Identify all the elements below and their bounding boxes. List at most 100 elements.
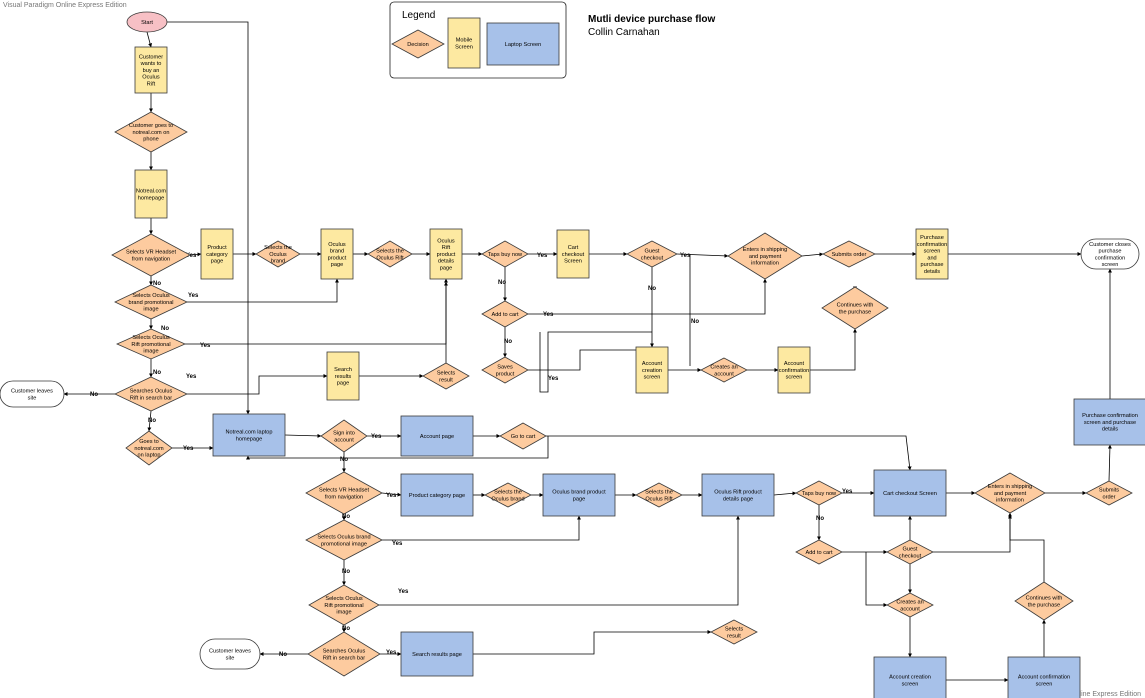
- edge-promorift-yes: [185, 278, 448, 345]
- node-d-add-cart2: Add to cart: [795, 539, 843, 565]
- node-l-prod-cat: Product category page: [400, 473, 474, 517]
- edge-label-yes: Yes: [188, 293, 199, 299]
- edge-label-no: No: [153, 370, 161, 376]
- svg-text:Cart checkout Screen: Cart checkout Screen: [883, 491, 937, 497]
- edge-selvr2-yes: [381, 492, 402, 497]
- node-d-go-cart: Go to cart: [499, 422, 547, 450]
- svg-text:Laptop Screen: Laptop Screen: [505, 42, 541, 48]
- node-d-taps-buy: Taps buy now: [481, 240, 529, 268]
- edge-addcart-yes: [528, 278, 767, 315]
- node-start: Start: [126, 11, 168, 33]
- edge-label-no: No: [153, 281, 161, 287]
- edge-label-no: No: [342, 569, 350, 575]
- node-d-submit: Submits order: [822, 240, 876, 268]
- svg-text:Decision: Decision: [407, 42, 428, 48]
- edge-label-no: No: [504, 339, 512, 345]
- svg-text:Submits order: Submits order: [832, 252, 867, 258]
- edge-label-yes: Yes: [386, 650, 397, 656]
- edge-label-yes: Yes: [537, 253, 548, 259]
- edge-search-to-goes-laptop: [147, 410, 152, 432]
- edge-laptop-home-back: [246, 436, 549, 460]
- edge-label-yes: Yes: [392, 541, 403, 547]
- edge-continues2-to-ship2: [1008, 514, 1045, 582]
- svg-text:Taps buy now: Taps buy now: [802, 491, 837, 497]
- svg-text:Account page: Account page: [420, 434, 454, 440]
- edge-saves-to-acct: [528, 346, 654, 371]
- svg-text:Add to cart: Add to cart: [805, 550, 832, 556]
- edge-ship-to-submit: [801, 252, 824, 257]
- edge-label-yes: Yes: [186, 374, 197, 380]
- node-d-add-cart: Add to cart: [481, 300, 529, 328]
- edge-label-no: No: [161, 326, 169, 332]
- edge-label-no: No: [90, 392, 98, 398]
- edge-label-no: No: [498, 280, 506, 286]
- edge-submit2-to-confirm: [1107, 444, 1112, 482]
- edge-label-yes: Yes: [548, 376, 559, 382]
- legend-decision: Decision: [391, 29, 445, 59]
- edge-label-yes: Yes: [200, 343, 211, 349]
- edge-label-yes: Yes: [398, 589, 409, 595]
- edge-label-yes: Yes: [543, 312, 554, 318]
- node-l-account: Account page: [400, 415, 474, 457]
- edge-label-no: No: [342, 626, 350, 632]
- edge-promorift2-yes: [379, 515, 740, 606]
- legend-laptop: Laptop Screen: [486, 22, 560, 66]
- edge-selectvr-to-prodcat: [189, 252, 202, 257]
- edge-label-yes: Yes: [371, 434, 382, 440]
- edge-saves-yes: [539, 331, 652, 393]
- edge-label-yes: Yes: [386, 493, 397, 499]
